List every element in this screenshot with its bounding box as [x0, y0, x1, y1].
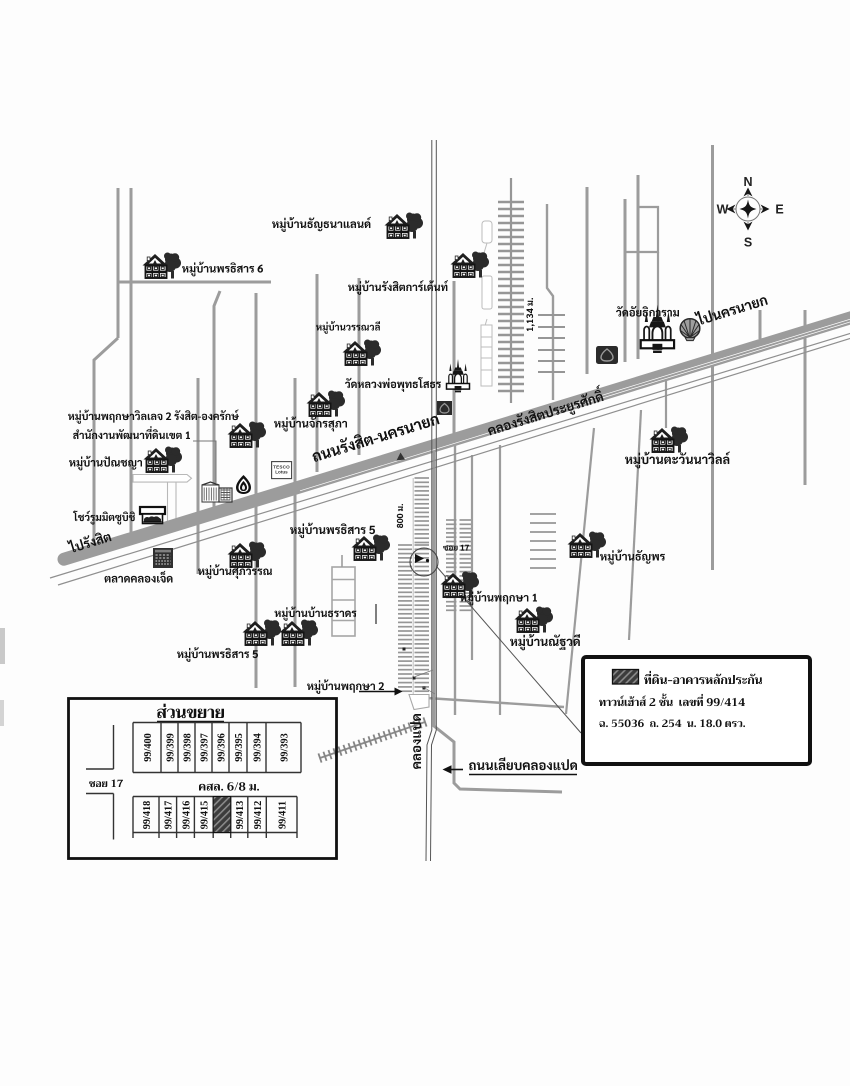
- svg-text:99/396: 99/396: [216, 733, 227, 762]
- svg-text:E: E: [775, 203, 783, 217]
- svg-text:W: W: [717, 203, 729, 217]
- svg-text:99/398: 99/398: [182, 733, 193, 762]
- svg-text:99/418: 99/418: [142, 801, 153, 830]
- svg-text:99/417: 99/417: [164, 801, 175, 830]
- svg-text:99/399: 99/399: [165, 733, 176, 762]
- svg-text:99/416: 99/416: [181, 801, 192, 830]
- svg-text:99/395: 99/395: [234, 733, 245, 762]
- svg-text:N: N: [743, 175, 752, 189]
- svg-text:99/393: 99/393: [279, 733, 290, 762]
- svg-text:99/413: 99/413: [235, 801, 246, 830]
- svg-text:99/400: 99/400: [143, 733, 154, 762]
- svg-text:99/411: 99/411: [277, 801, 288, 829]
- svg-text:99/397: 99/397: [199, 733, 210, 762]
- svg-text:S: S: [744, 236, 752, 250]
- svg-text:99/412: 99/412: [253, 801, 264, 830]
- svg-text:99/394: 99/394: [252, 733, 263, 762]
- svg-text:99/415: 99/415: [200, 801, 211, 830]
